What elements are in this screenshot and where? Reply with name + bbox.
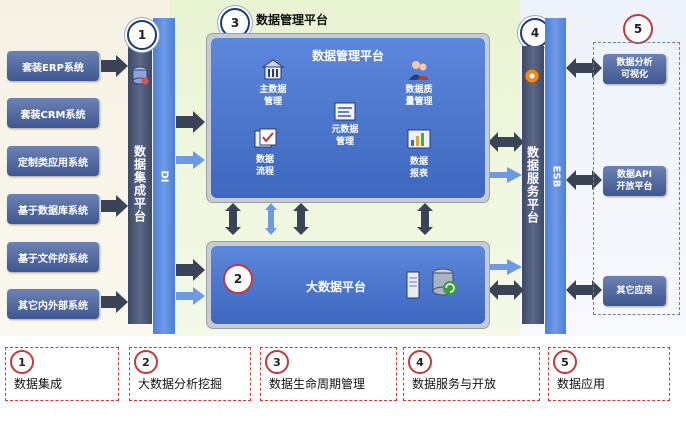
management-panel: 数据管理平台 主数据 管理 数据质 量管理 元数据 管理	[206, 33, 490, 203]
integration-bar: 数据集成平台	[128, 44, 152, 324]
apps-badge: 5	[623, 14, 653, 44]
legend-label-4: 数据服务与开放	[412, 377, 497, 391]
building-icon	[261, 59, 285, 80]
source-other: 其它内外部系统	[7, 289, 99, 319]
server-icon	[406, 271, 420, 299]
arrow-bigdata-service	[488, 280, 524, 300]
legend-badge-2: 2	[134, 350, 158, 374]
bigdata-badge: 2	[223, 264, 253, 294]
metadata-icon	[334, 102, 356, 121]
service-bar: 数据服务平台	[522, 46, 544, 324]
integration-label: 数据集成平台	[132, 145, 147, 223]
legend-badge-5: 5	[553, 350, 577, 374]
arrow-di-bigdata	[176, 259, 205, 281]
arrow-vertical-1	[225, 203, 241, 235]
arrow-di-mgmt	[176, 111, 205, 133]
legend-label-3: 数据生命周期管理	[269, 377, 366, 391]
database-icon	[132, 66, 149, 85]
arrow-blue-service	[488, 167, 522, 183]
apps-frame	[593, 42, 680, 315]
esb-bar: ESB	[545, 18, 566, 334]
bigdata-inner: 2 大数据平台	[211, 246, 485, 324]
bigdata-title: 大数据平台	[305, 280, 366, 294]
arrow-erp	[101, 55, 128, 77]
integration-badge: 1	[127, 20, 157, 50]
legend-label-1: 数据集成	[14, 377, 63, 391]
di-bar: DI	[153, 18, 175, 334]
blue-arrows	[176, 151, 522, 305]
legend-label-5: 数据应用	[557, 377, 606, 391]
legend-badge-3: 3	[265, 350, 289, 374]
legend-item-4: 4 数据服务与开放	[403, 347, 540, 401]
arrow-other	[101, 291, 128, 313]
item-data-report: 数据 报表	[409, 157, 428, 179]
item-master-data: 主数据 管理	[259, 85, 287, 107]
source-database: 基于数据库系统	[7, 194, 99, 224]
arrow-vertical-4	[417, 203, 433, 235]
legend-badge-4: 4	[408, 350, 432, 374]
service-label: 数据服务平台	[525, 146, 540, 224]
source-file: 基于文件的系统	[7, 242, 99, 272]
arrow-blue-service-2	[488, 259, 522, 275]
source-crm: 套装CRM系统	[7, 98, 99, 128]
item-metadata: 元数据 管理	[331, 125, 359, 147]
legend-badge-1: 1	[10, 350, 34, 374]
legend-label-2: 大数据分析挖掘	[138, 377, 223, 391]
source-custom-app: 定制类应用系统	[7, 146, 99, 176]
item-data-quality: 数据质 量管理	[405, 85, 433, 107]
management-inner: 数据管理平台 主数据 管理 数据质 量管理 元数据 管理	[211, 38, 485, 198]
arrow-vertical-2	[265, 203, 277, 235]
management-outer-title: 数据管理平台	[256, 13, 329, 27]
people-icon	[409, 61, 429, 80]
arrow-mgmt-service	[488, 132, 524, 152]
arrow-blue-bigdata	[176, 287, 205, 305]
item-data-flow: 数据 流程	[255, 155, 274, 177]
arrow-vertical-3	[293, 203, 309, 235]
legend-item-5: 5 数据应用	[548, 347, 670, 401]
arrow-blue-mgmt	[176, 151, 205, 169]
database-refresh-icon	[432, 268, 457, 296]
flow-icon	[254, 128, 277, 148]
source-erp: 套装ERP系统	[7, 51, 99, 81]
app-visualization: 数据分析 可视化	[603, 54, 666, 84]
esb-label: ESB	[550, 165, 561, 187]
legend-item-1: 1 数据集成	[5, 347, 119, 401]
app-api-platform: 数据API 开放平台	[603, 166, 666, 196]
bigdata-panel: 2 大数据平台	[206, 241, 490, 329]
management-inner-title: 数据管理平台	[311, 49, 384, 63]
report-icon	[407, 129, 431, 149]
gear-icon	[524, 68, 540, 84]
legend-item-2: 2 大数据分析挖掘	[129, 347, 251, 401]
arrow-db	[101, 195, 128, 217]
app-other: 其它应用	[603, 276, 666, 306]
legend-item-3: 3 数据生命周期管理	[260, 347, 397, 401]
